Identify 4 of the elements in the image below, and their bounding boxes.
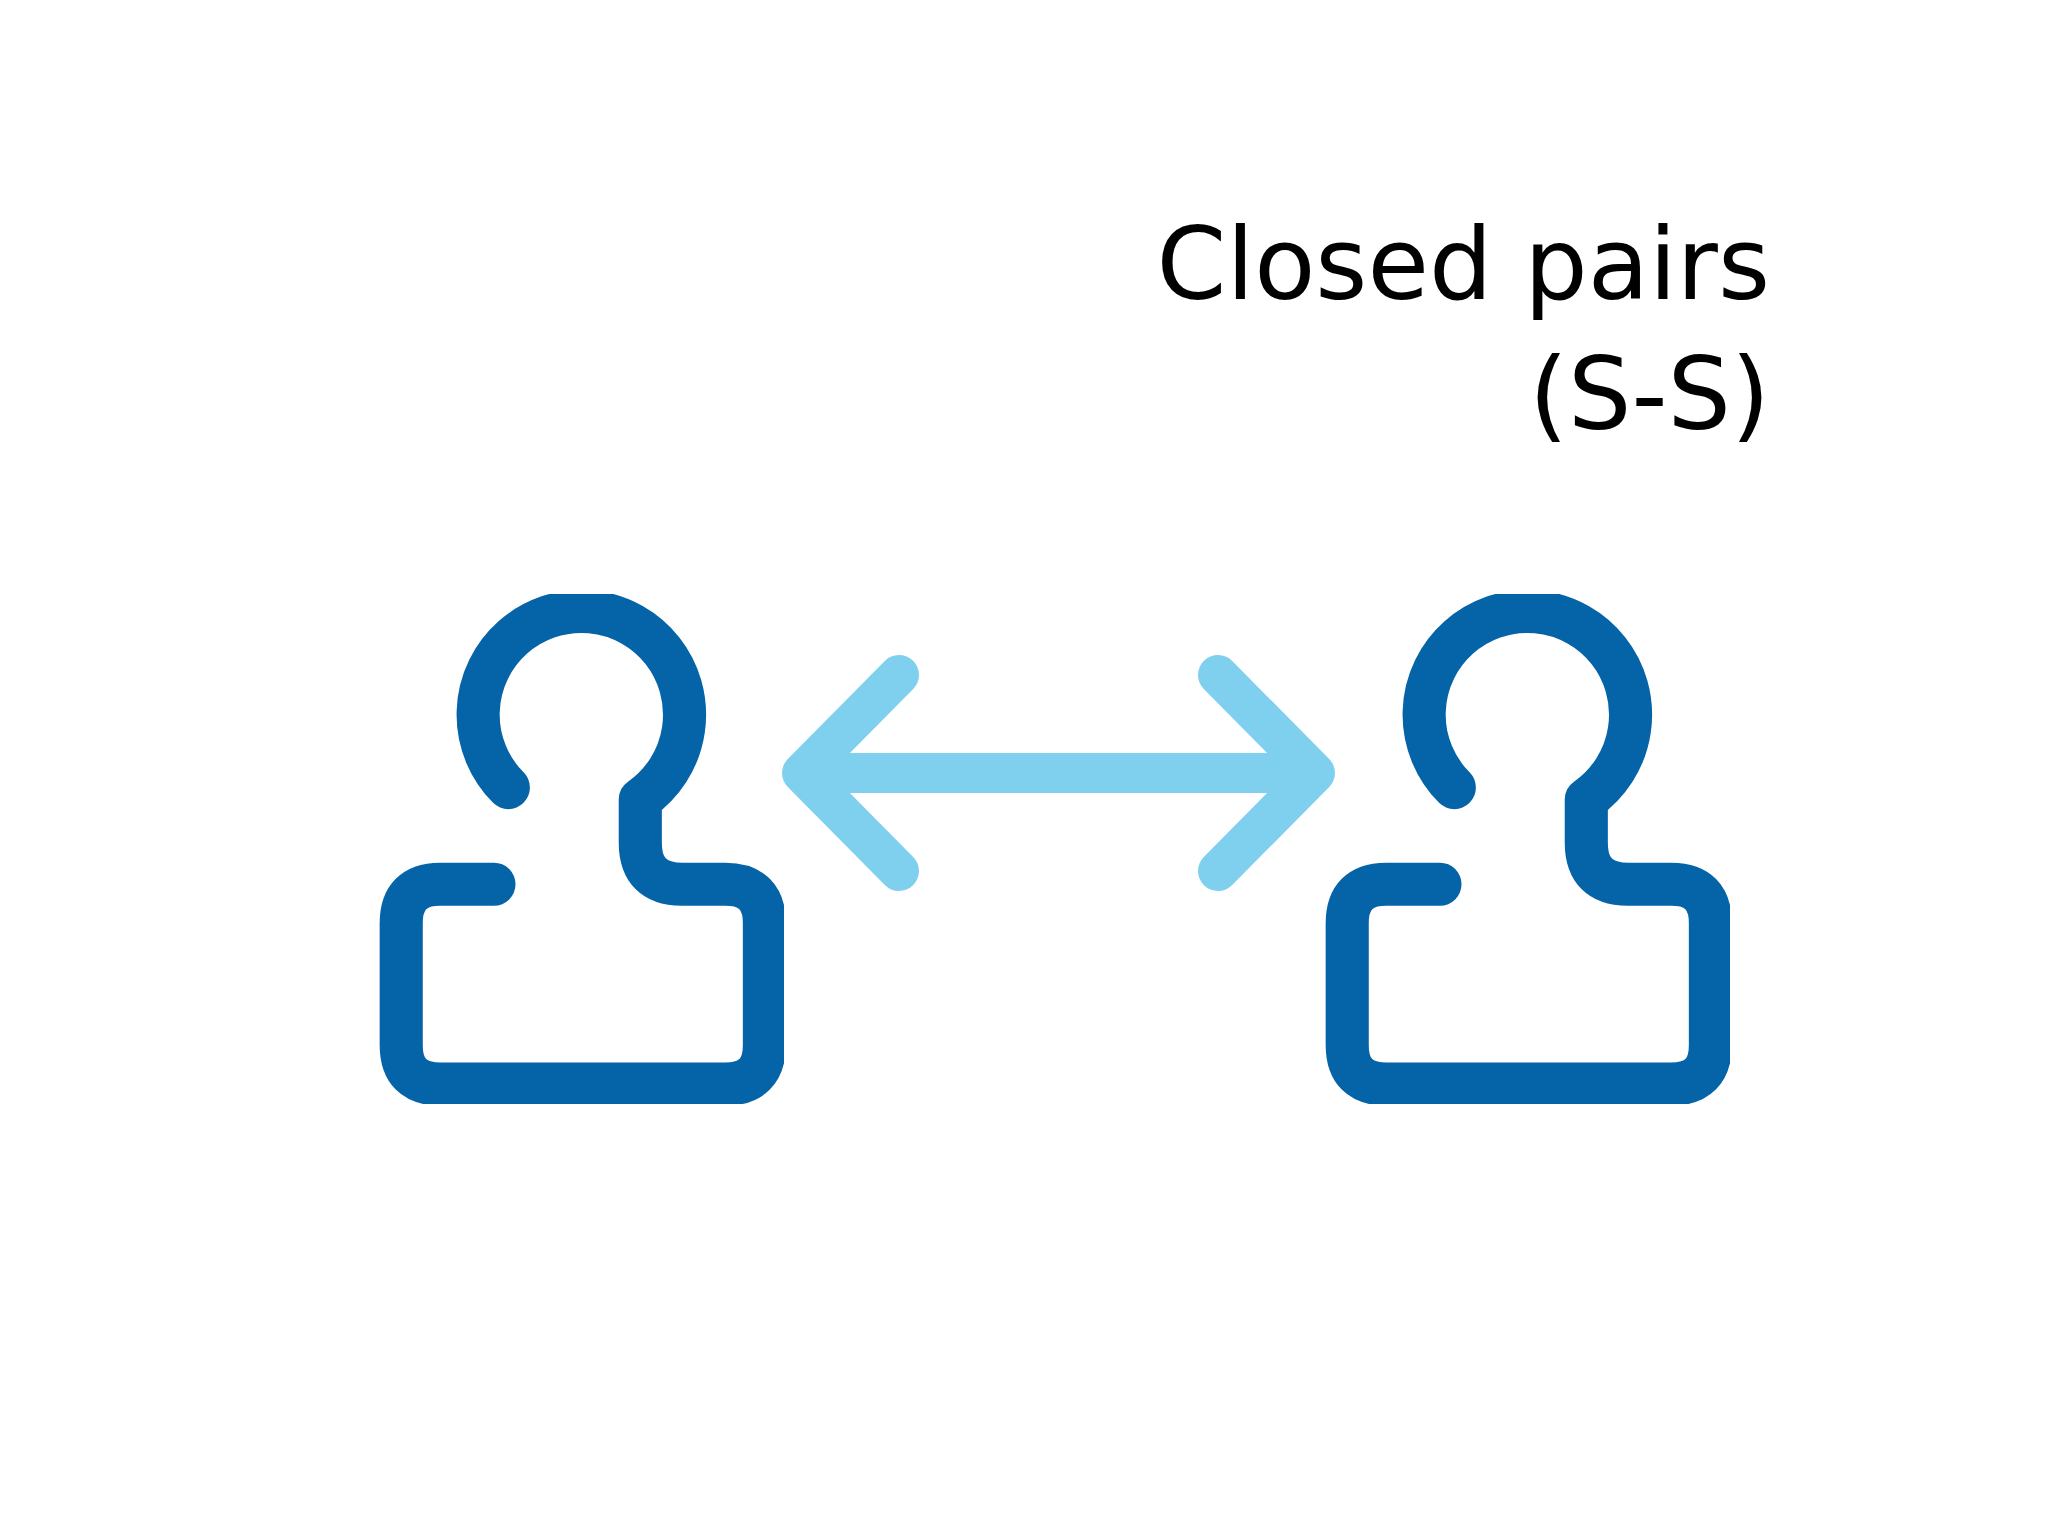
- person-icon: [1325, 594, 1730, 1104]
- double-arrow: [782, 655, 1335, 891]
- person-icon: [379, 594, 784, 1104]
- title: Closed pairs (S-S): [1155, 205, 1770, 455]
